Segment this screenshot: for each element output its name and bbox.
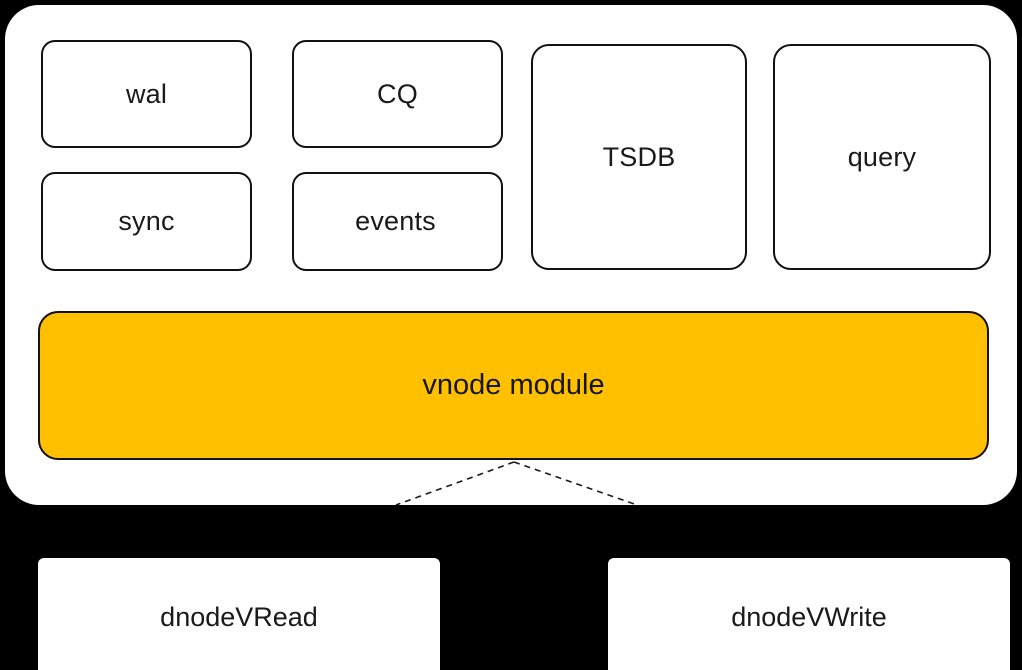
dnode-box-dnodevwrite[interactable]: dnodeVWrite — [608, 558, 1010, 670]
module-label-cq: CQ — [377, 78, 418, 109]
module-label-events: events — [355, 206, 436, 236]
module-box-tsdb[interactable]: TSDB — [531, 44, 747, 270]
module-label-sync: sync — [118, 206, 175, 236]
module-box-cq[interactable]: CQ — [292, 40, 503, 148]
module-box-query[interactable]: query — [773, 44, 991, 270]
module-label-wal: wal — [125, 78, 168, 109]
vnode-module-bar[interactable]: vnode module — [38, 311, 989, 460]
dnode-label-dnodevwrite: dnodeVWrite — [731, 601, 887, 632]
dnode-label-dnodevread: dnodeVRead — [160, 601, 318, 632]
module-label-query: query — [847, 141, 917, 172]
module-box-events[interactable]: events — [292, 172, 503, 271]
vnode-module-label: vnode module — [422, 369, 605, 401]
module-box-sync[interactable]: sync — [41, 172, 252, 271]
module-box-wal[interactable]: wal — [41, 40, 252, 148]
dnode-box-dnodevread[interactable]: dnodeVRead — [38, 558, 440, 670]
module-label-tsdb: TSDB — [602, 141, 676, 172]
